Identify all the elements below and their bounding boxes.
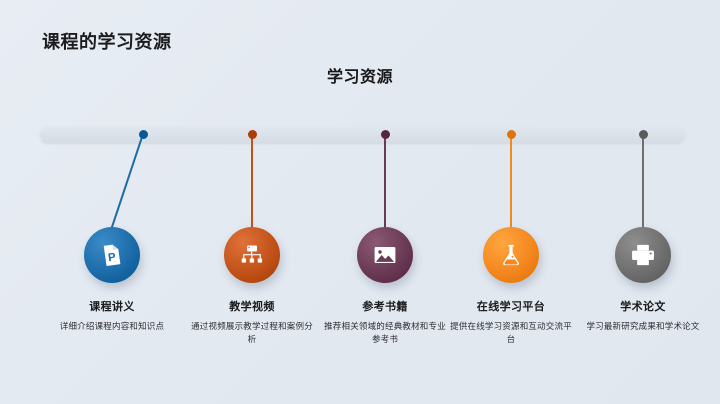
node-dot[interactable] (638, 130, 648, 139)
node-title: 在线学习平台 (476, 301, 546, 313)
node-title: 参考书籍 (362, 301, 408, 313)
node-icon-bubble[interactable] (615, 227, 671, 283)
node-icon-bubble[interactable] (483, 227, 539, 283)
node-dot[interactable] (138, 130, 148, 139)
node-connector-line (251, 134, 253, 235)
node-connector-line (384, 134, 386, 235)
node-dot[interactable] (380, 130, 390, 139)
node-title: 课程讲义 (89, 301, 135, 313)
node-title: 学术论文 (620, 301, 666, 313)
node-icon-bubble[interactable] (357, 227, 413, 283)
image-icon (372, 242, 398, 268)
timeline-bar (40, 126, 685, 143)
node-connector-line (510, 134, 512, 235)
presentation-file-icon: P (99, 242, 125, 268)
node-description: 通过视频展示教学过程和案例分析 (191, 321, 313, 345)
node-description: 详细介绍课程内容和知识点 (59, 321, 165, 331)
node-caption: 教学视频通过视频展示教学过程和案例分析 (177, 298, 327, 346)
node-caption: 参考书籍推荐相关领域的经典教材和专业参考书 (310, 298, 460, 346)
node-icon-bubble[interactable]: P (84, 227, 140, 283)
sitemap-icon (239, 242, 265, 268)
flask-icon (498, 242, 524, 268)
node-dot[interactable] (247, 130, 257, 139)
node-caption: 学术论文学习最新研究成果和学术论文 (568, 298, 718, 333)
node-description: 提供在线学习资源和互动交流平台 (450, 321, 572, 345)
node-dot[interactable] (506, 130, 516, 139)
svg-text:P: P (107, 251, 117, 264)
node-caption: 在线学习平台提供在线学习资源和互动交流平台 (436, 298, 586, 346)
node-title: 教学视频 (229, 301, 275, 313)
node-description: 推荐相关领域的经典教材和专业参考书 (324, 321, 446, 345)
node-icon-bubble[interactable] (224, 227, 280, 283)
page-title: 课程的学习资源 (42, 32, 172, 52)
node-caption: 课程讲义详细介绍课程内容和知识点 (37, 298, 187, 333)
node-connector-line (108, 133, 144, 235)
slide-heading: 学习资源 (326, 69, 393, 86)
printer-icon (630, 242, 656, 268)
node-description: 学习最新研究成果和学术论文 (586, 321, 700, 331)
node-connector-line (642, 134, 644, 235)
